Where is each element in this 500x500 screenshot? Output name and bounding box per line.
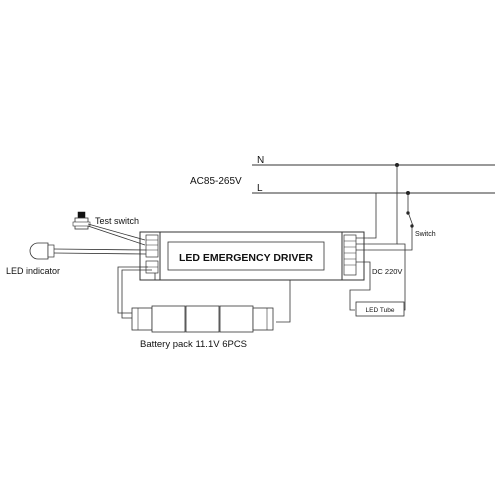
wire-neutral-to-tube xyxy=(392,243,406,311)
test-switch-label: Test switch xyxy=(95,216,139,226)
led-tube-box xyxy=(355,301,405,317)
left-terminal-block xyxy=(145,234,159,258)
led-indicator-label: LED indicator xyxy=(6,266,60,276)
driver-inner-panel xyxy=(167,241,325,271)
driver-title: LED EMERGENCY DRIVER xyxy=(179,252,313,264)
battery-pack xyxy=(131,305,274,333)
ac-supply xyxy=(252,164,495,194)
test-switch xyxy=(72,211,146,246)
led-tube-label: LED Tube xyxy=(366,307,395,314)
driver-right-cap xyxy=(342,231,365,281)
neutral-label: N xyxy=(257,155,264,166)
ac-voltage-label: AC85-265V xyxy=(190,176,242,187)
wire-switch-out xyxy=(368,226,413,251)
wire-live-to-driver xyxy=(368,193,377,239)
battery-cell-3 xyxy=(219,305,254,333)
switch-label: Switch xyxy=(415,231,436,238)
switch-symbol xyxy=(406,211,414,228)
led-indicator xyxy=(29,242,147,260)
battery-cap-left xyxy=(131,307,153,331)
test-switch-cap xyxy=(77,211,86,219)
dc-voltage-label: DC 220V xyxy=(372,267,402,276)
wire-neutral-to-driver xyxy=(368,165,398,245)
battery-label: Battery pack 11.1V 6PCS xyxy=(140,339,247,350)
live-label: L xyxy=(257,183,263,194)
led-indicator-dome xyxy=(29,242,49,260)
battery-cap-right xyxy=(252,307,274,331)
battery-cell-1 xyxy=(151,305,186,333)
dc-output-wires xyxy=(349,261,371,311)
driver-left-cap xyxy=(139,231,160,281)
supply-wires xyxy=(368,165,413,311)
battery-cell-2 xyxy=(185,305,220,333)
battery-wires xyxy=(117,266,291,323)
